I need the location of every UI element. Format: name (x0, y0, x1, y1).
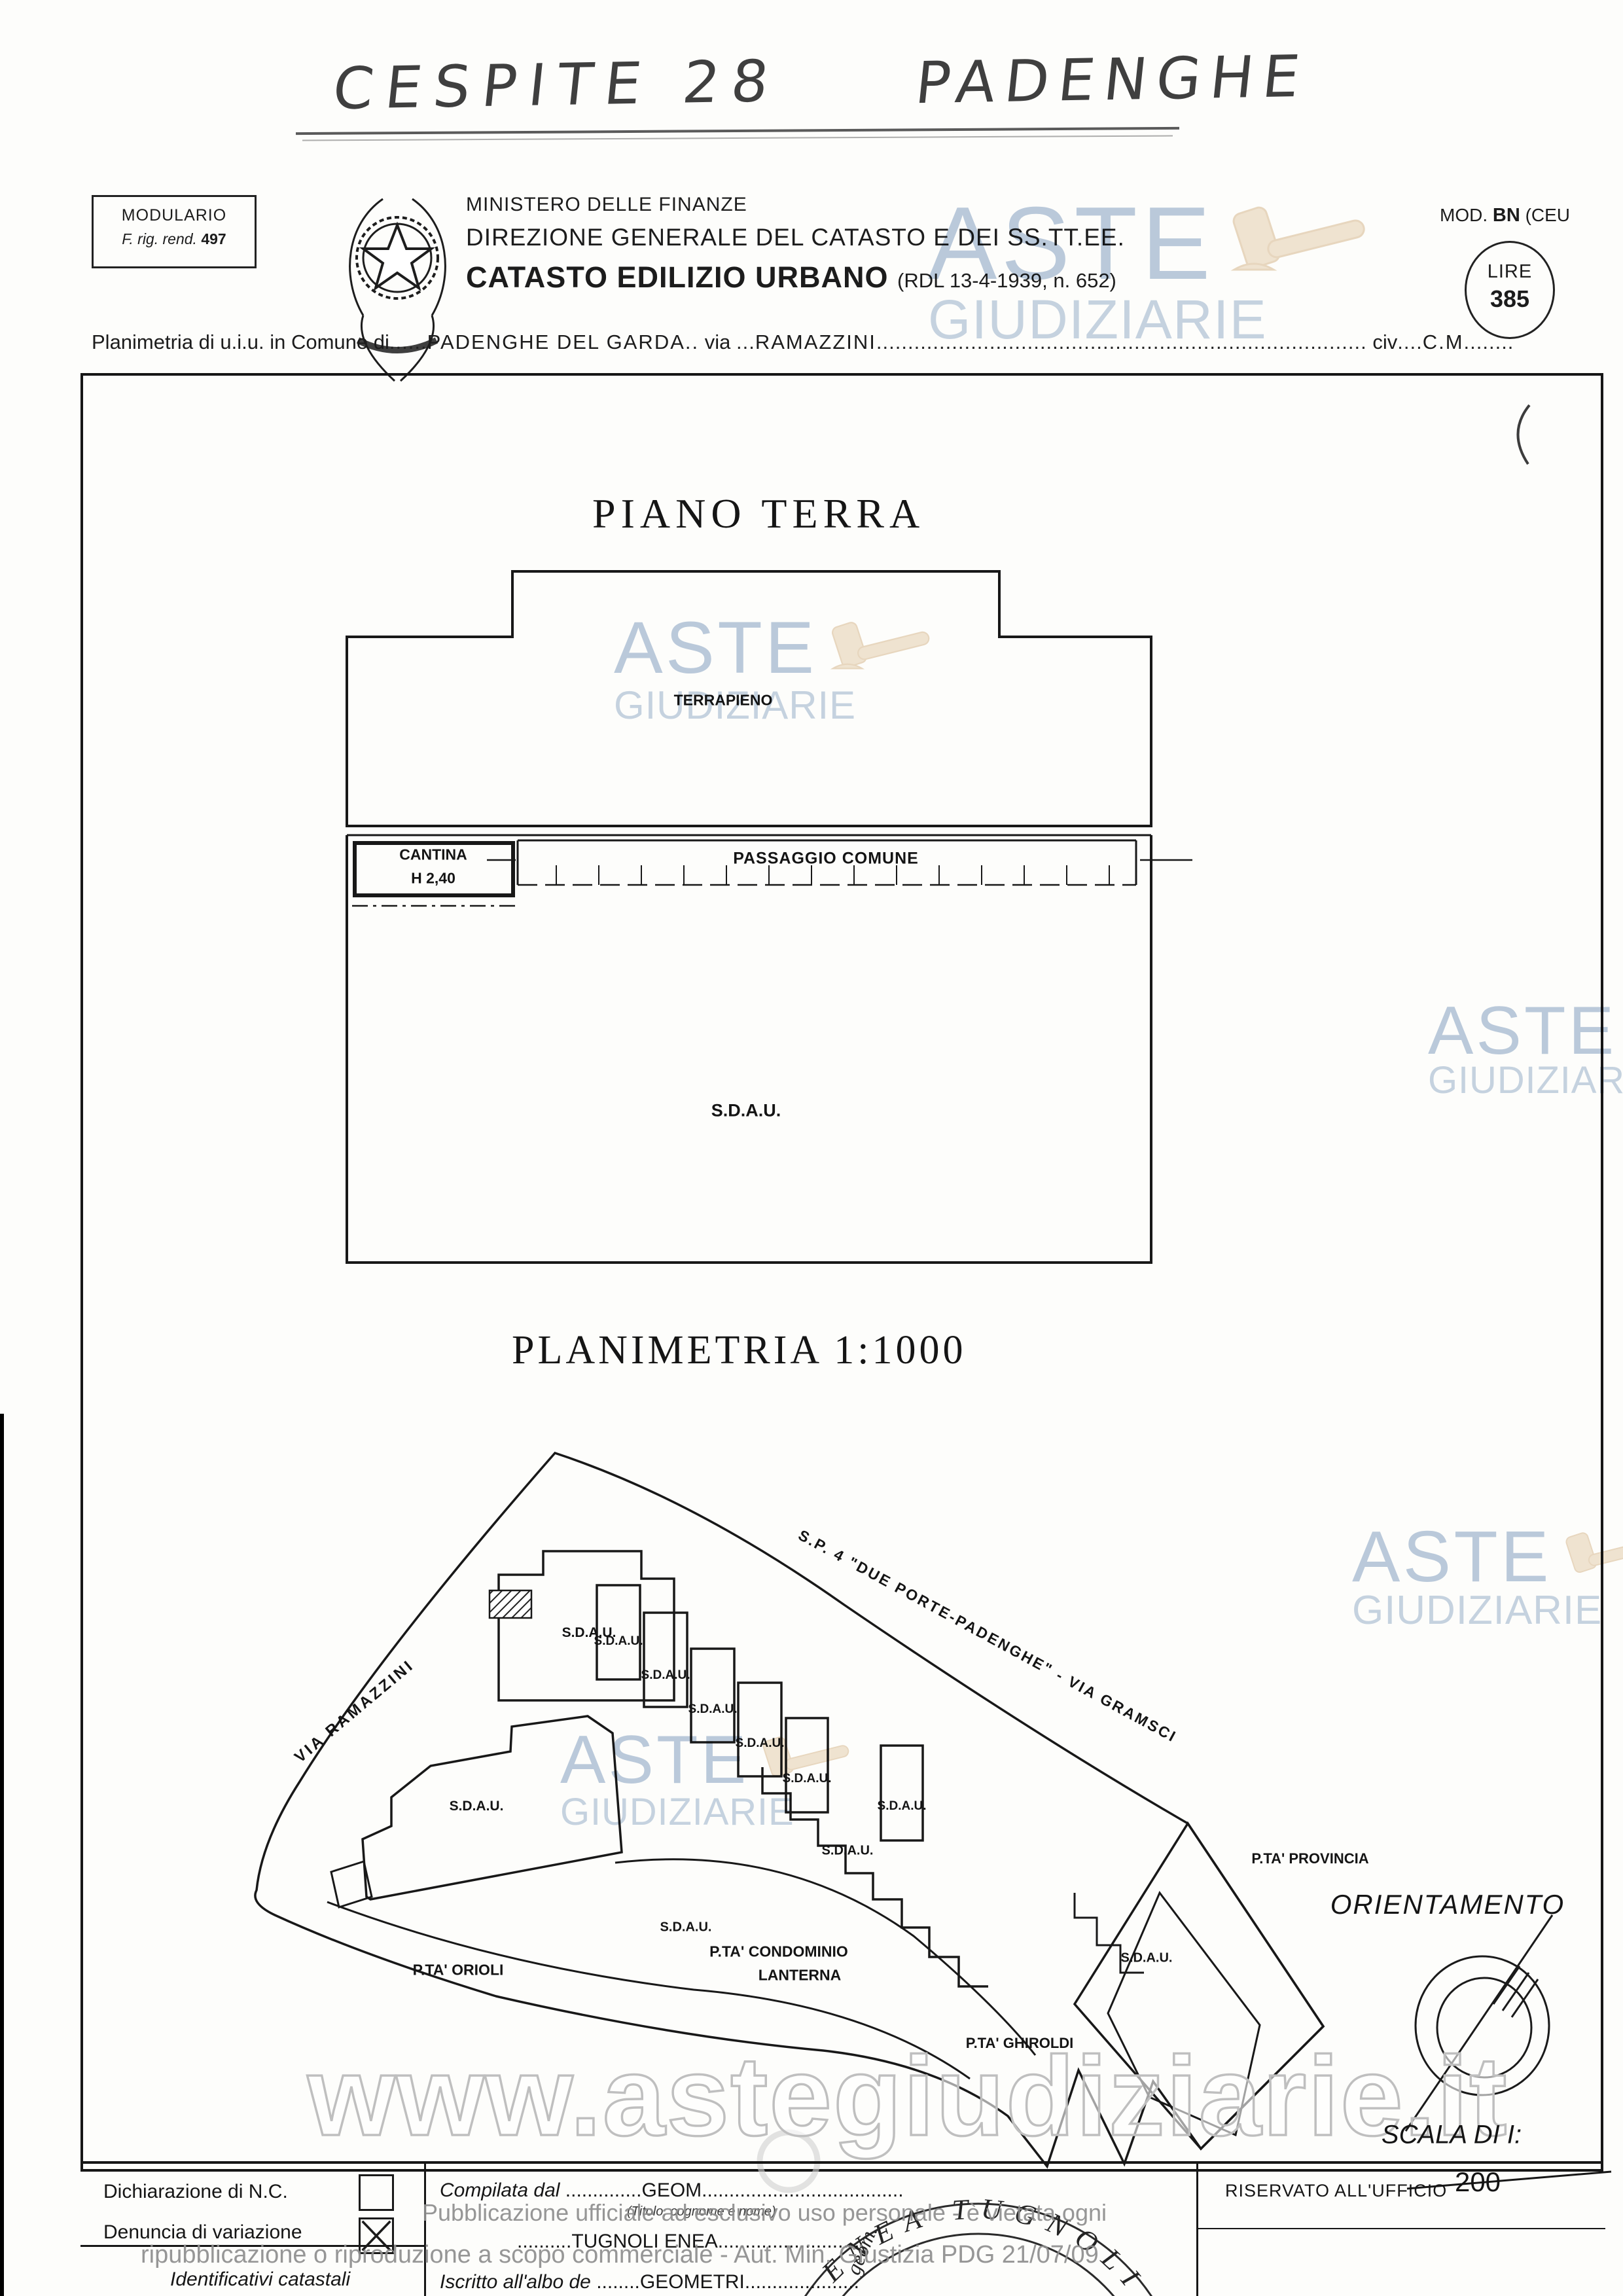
gavel-icon (830, 622, 930, 670)
sdau-label: S.D.A.U. (877, 1799, 927, 1813)
catasto-ref: (RDL 13-4-1939, n. 652) (897, 269, 1116, 292)
comune-value: PADENGHE DEL GARDA.. (427, 331, 700, 353)
sdau-label: S.D.A.U. (782, 1772, 832, 1785)
floor-plan-outline (346, 570, 1192, 1264)
name-row: ..........TUGNOLI ENEA..................… (517, 2231, 860, 2252)
sdau-label: S.D.A.U. (660, 1920, 712, 1935)
passaggio-comune-label: PASSAGGIO COMUNE (733, 849, 919, 868)
catasto-title: CATASTO EDILIZIO URBANO (RDL 13-4-1939, … (466, 260, 1116, 294)
footer-top-line (80, 2161, 1603, 2164)
sdau-label: S.D.A.U. (562, 1625, 616, 1640)
pen-mark (1516, 404, 1531, 465)
via-value: RAMAZZINI (755, 331, 876, 353)
formline-prefix: Planimetria di u.i.u. in Comune di (92, 331, 389, 353)
scale-strike-line (1406, 2170, 1612, 2190)
scala-label: SCALA DI I: (1381, 2120, 1522, 2149)
aste-watermark: ASTE GIUDIZIARIE (1428, 993, 1623, 1102)
sdau-label: S.D.A.U. (641, 1668, 690, 1682)
riservato-label: RISERVATO ALL'UFFICIO (1225, 2181, 1448, 2200)
civ-value: C.M (1422, 331, 1464, 353)
compass-icon (1404, 1914, 1554, 2132)
lire-stamp-circle: LIRE 385 (1465, 241, 1555, 339)
checkbox-dichiarazione (359, 2174, 394, 2211)
disclaimer-line-2: ripubblicazione o riproduzione a scopo c… (141, 2241, 1099, 2269)
via-label: via (704, 331, 731, 353)
iscritto-row: Iscritto all'albo de ........GEOMETRI...… (440, 2271, 859, 2293)
checkbox-denuncia (359, 2217, 394, 2254)
sdau-label: S.D.A.U. (594, 1634, 643, 1648)
site-plan-title: PLANIMETRIA 1:1000 (512, 1328, 967, 1372)
ministry-line2: DIREZIONE GENERALE DEL CATASTO E DEI SS.… (466, 224, 1125, 251)
denuncia-label: Denuncia di variazione (103, 2221, 302, 2243)
pta-condominio-label: P.TA' CONDOMINIO (709, 1943, 848, 1960)
disclaimer-line-1: Pubblicazione ufficiale ad esclusivo uso… (422, 2199, 1107, 2226)
scan-artifact-line (0, 1414, 4, 2296)
document-frame (80, 373, 1603, 2172)
gavel-icon (1230, 206, 1365, 271)
footer-divider-1 (424, 2161, 426, 2296)
sdau-label: S.D.A.U. (821, 1843, 874, 1858)
modulario-box: MODULARIO F. rig. rend. 497 (92, 195, 257, 268)
aste-watermark: ASTE GIUDIZIARIE (560, 1726, 853, 1831)
civ-label: civ (1372, 331, 1398, 353)
lire-label: LIRE (1487, 261, 1533, 282)
aste-watermark: ASTE GIUDIZIARIE (928, 192, 1372, 347)
pta-ghiroldi-label: P.TA' GHIROLDI (965, 2035, 1074, 2051)
cantina-room (353, 841, 515, 897)
sdau-label: S.D.A.U. (688, 1702, 738, 1716)
titolo-note: (Titolo, cognome e nome) (627, 2204, 776, 2219)
url-watermark: www.astegiudiziarie.it (307, 2034, 1508, 2159)
ministry-header: MINISTERO DELLE FINANZE DIREZIONE GENERA… (466, 194, 1125, 295)
gavel-icon (762, 1736, 849, 1778)
pta-provincia-label: P.TA' PROVINCIA (1251, 1850, 1369, 1867)
sdau-label: S.D.A.U. (449, 1799, 504, 1814)
floor-plan-title: PIANO TERRA (592, 490, 925, 537)
ministry-line1: MINISTERO DELLE FINANZE (466, 194, 747, 215)
scala-value: 200 (1454, 2166, 1501, 2197)
pta-orioli-label: P.TA' ORIOLI (412, 1961, 504, 1979)
aste-watermark: ASTE GIUDIZIARIE (1352, 1520, 1623, 1631)
sdau-label: S.D.A.U. (1120, 1950, 1173, 1965)
compiler-name: TUGNOLI ENEA (571, 2231, 718, 2252)
terrapieno-label: TERRAPIENO (673, 691, 773, 709)
dichiarazione-label: Dichiarazione di N.C. (103, 2181, 288, 2202)
mod-bn-label: MOD. BN (CEU (1440, 205, 1571, 226)
compilata-label: Compilata dal (440, 2179, 560, 2201)
lire-value: 385 (1489, 285, 1530, 312)
emblem-star (359, 221, 436, 291)
orientamento-label: ORIENTAMENTO (1330, 1889, 1565, 1920)
geom-value: GEOM. (641, 2179, 707, 2201)
italy-emblem-icon (349, 198, 446, 382)
iscritto-label: Iscritto all'albo de (440, 2271, 591, 2293)
footer-left-divider (80, 2245, 426, 2247)
corridor-ticks (556, 865, 1110, 885)
gavel-icon (1565, 1532, 1623, 1573)
identificativi-label: Identificativi catastali (170, 2269, 351, 2290)
checkbox-x-icon (361, 2220, 391, 2251)
cantina-label: CANTINA (399, 846, 467, 863)
modulario-ref: F. rig. rend. 497 (122, 230, 226, 247)
riservato-underline (1196, 2228, 1605, 2229)
hatched-unit (488, 1589, 533, 1619)
site-plan-linework (254, 1451, 1325, 2169)
planimetria-form-line: Planimetria di u.i.u. in Comune di......… (92, 331, 1514, 353)
albo-value: GEOMETRI (639, 2271, 745, 2293)
cantina-height-label: H 2,40 (411, 869, 455, 887)
sdau-floor-label: S.D.A.U. (711, 1100, 781, 1121)
compilata-row: Compilata dal ..............GEOM........… (440, 2179, 904, 2201)
pta-lanterna-label: LANTERNA (758, 1966, 842, 1984)
modulario-label: MODULARIO (121, 206, 227, 224)
aste-watermark: ASTE GIUDIZIARIE (614, 611, 935, 725)
